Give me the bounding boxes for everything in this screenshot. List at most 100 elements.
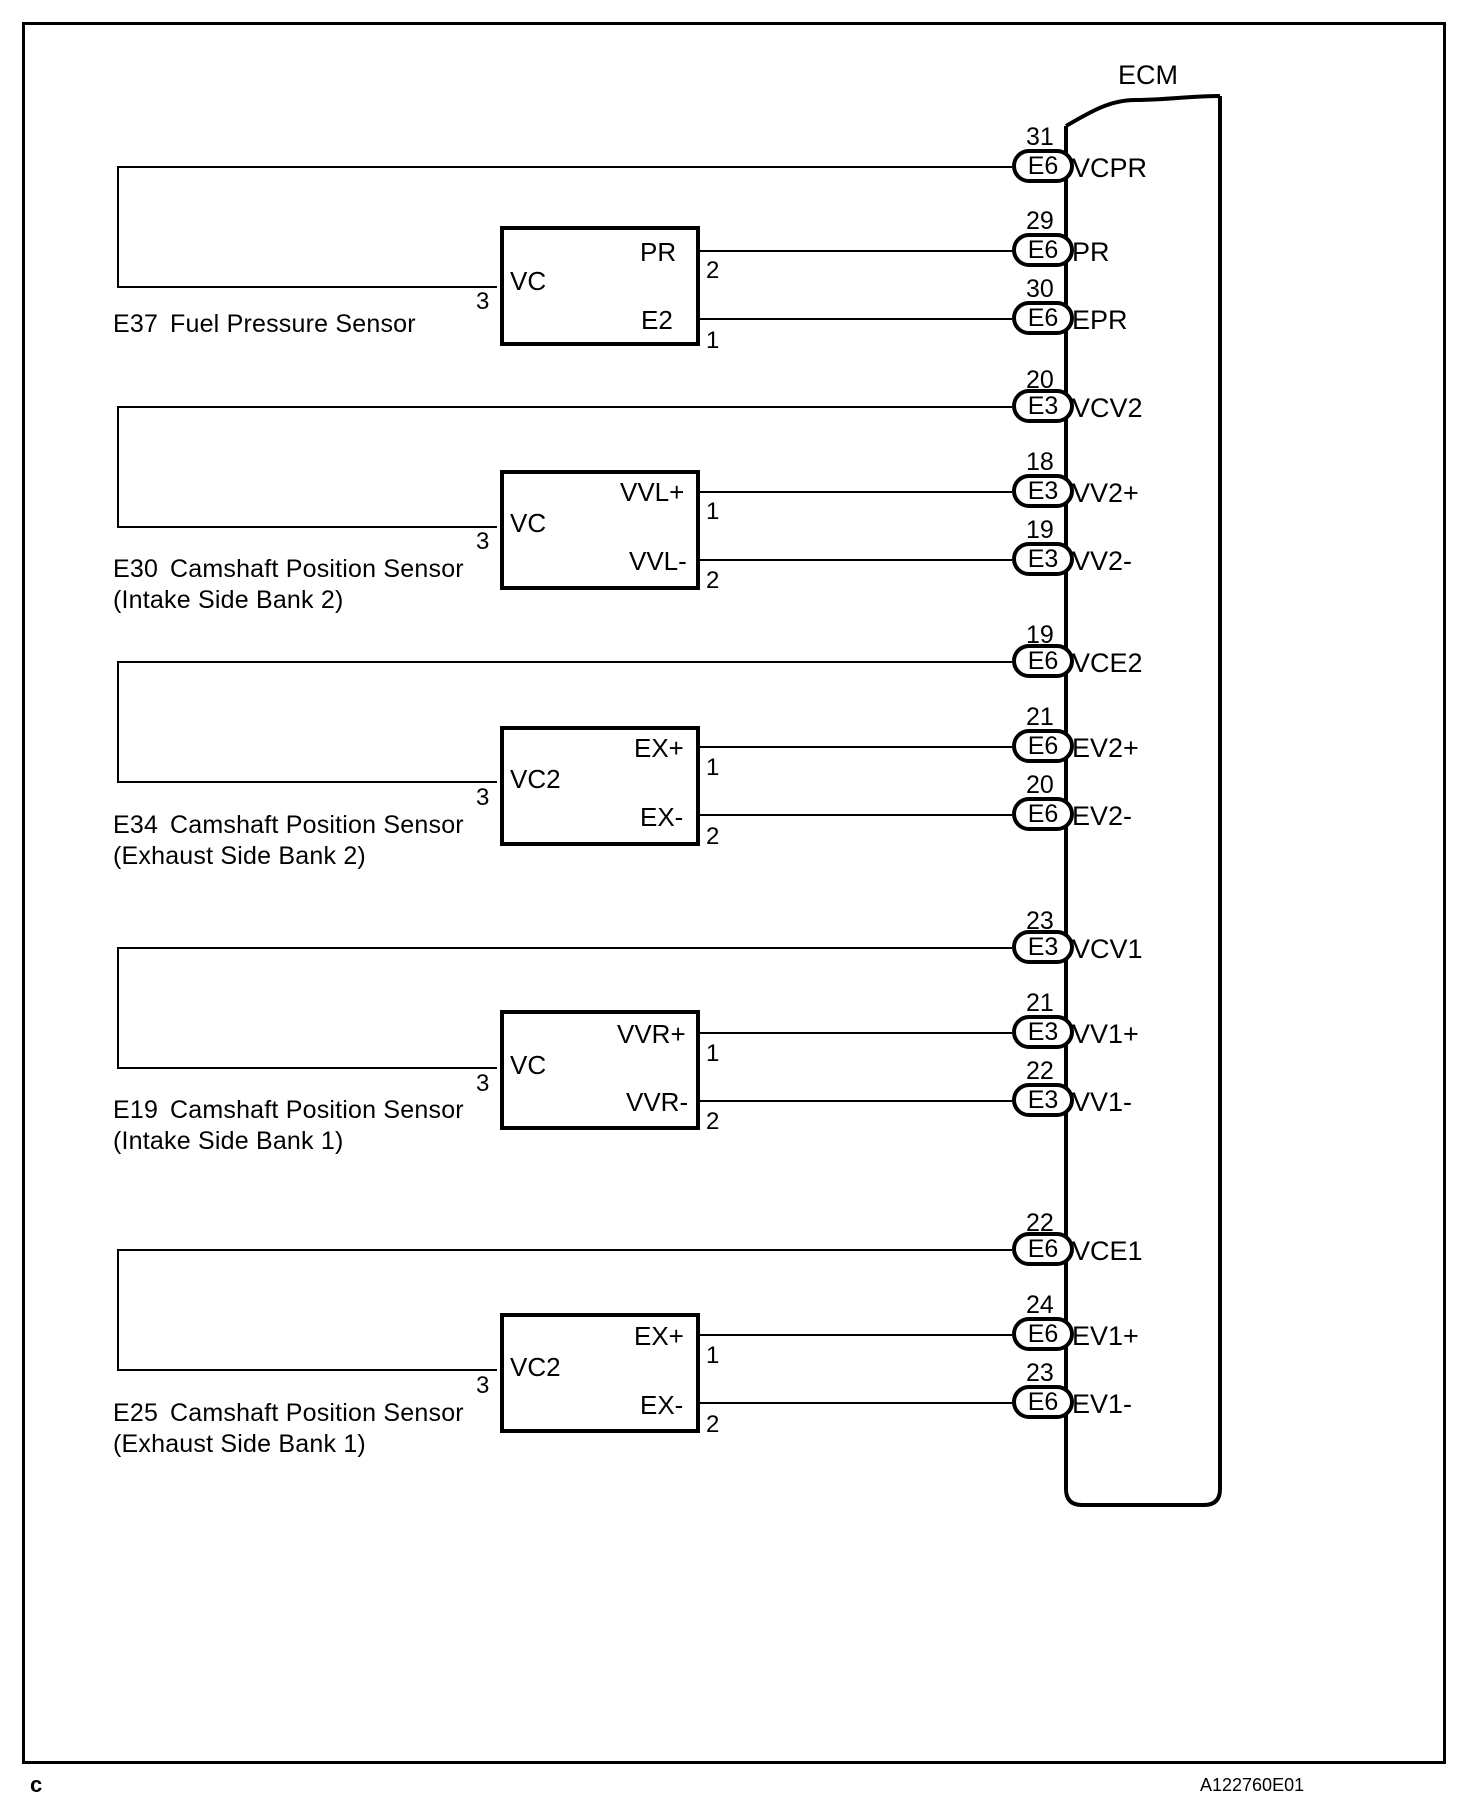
ecm-pin-number-2-0: 18	[1026, 448, 1054, 476]
sensor-box-left-pin-1: 3	[476, 288, 490, 315]
supply-wire-vertical-3	[117, 661, 119, 783]
ecm-pin-number-5-0: 24	[1026, 1291, 1054, 1319]
supply-wire-horizontal-1	[117, 166, 1012, 168]
sensor-box-out-label-4-0: VVR+	[617, 1019, 686, 1049]
sensor-code-3: E34	[113, 811, 159, 839]
supply-wire-bottom-1	[117, 286, 497, 288]
sensor-box-1	[500, 226, 700, 346]
sensor-box-out-pin-3-0: 1	[706, 754, 720, 781]
ecm-connector-2-supply[interactable]: E3	[1012, 389, 1074, 423]
sensor-box-out-label-3-1: EX-	[640, 802, 684, 832]
ecm-pin-number-3-0: 21	[1026, 703, 1054, 731]
corner-mark: c	[30, 1772, 43, 1797]
output-wire-1-0	[700, 250, 1012, 252]
ecm-signal-4-1: VV1-	[1072, 1087, 1133, 1117]
sensor-box-out-label-4-1: VVR-	[626, 1087, 689, 1117]
sensor-box-out-label-1-0: PR	[640, 237, 677, 267]
ecm-connector-2-1[interactable]: E3	[1012, 542, 1074, 576]
ecm-connector-4-supply[interactable]: E3	[1012, 930, 1074, 964]
output-wire-4-1	[700, 1100, 1012, 1102]
ecm-connector-3-0[interactable]: E6	[1012, 729, 1074, 763]
sensor-box-4	[500, 1010, 700, 1130]
sensor-name-2: Camshaft Position Sensor	[170, 555, 464, 583]
ecm-pin-number-1-0: 29	[1026, 207, 1054, 235]
supply-wire-horizontal-3	[117, 661, 1012, 663]
ecm-signal-1-supply: VCPR	[1072, 153, 1148, 183]
ecm-pin-number-4-1: 22	[1026, 1057, 1054, 1085]
sensor-sub-4: (Intake Side Bank 1)	[113, 1127, 344, 1155]
ecm-signal-2-supply: VCV2	[1072, 393, 1143, 423]
supply-wire-bottom-5	[117, 1369, 497, 1371]
ecm-connector-4-0[interactable]: E3	[1012, 1015, 1074, 1049]
ecm-connector-5-1[interactable]: E6	[1012, 1385, 1074, 1419]
ecm-connector-1-supply[interactable]: E6	[1012, 149, 1074, 183]
ecm-connector-1-1[interactable]: E6	[1012, 301, 1074, 335]
sensor-sub-5: (Exhaust Side Bank 1)	[113, 1430, 366, 1458]
sensor-code-5: E25	[113, 1399, 159, 1427]
supply-wire-vertical-2	[117, 406, 119, 528]
supply-wire-vertical-1	[117, 166, 119, 288]
ecm-pin-number-1-supply: 31	[1026, 123, 1054, 151]
ecm-pin-number-2-1: 19	[1026, 516, 1054, 544]
ecm-signal-1-1: EPR	[1072, 305, 1128, 335]
sensor-box-left-pin-5: 3	[476, 1372, 490, 1399]
sensor-box-left-label-5: VC2	[510, 1352, 561, 1382]
sensor-code-2: E30	[113, 555, 159, 583]
supply-wire-bottom-4	[117, 1067, 497, 1069]
sensor-box-out-label-2-1: VVL-	[629, 546, 687, 576]
supply-wire-bottom-2	[117, 526, 497, 528]
sensor-sub-3: (Exhaust Side Bank 2)	[113, 842, 366, 870]
output-wire-1-1	[700, 318, 1012, 320]
ecm-connector-1-0[interactable]: E6	[1012, 233, 1074, 267]
sensor-box-out-pin-4-0: 1	[706, 1040, 720, 1067]
sensor-name-1: Fuel Pressure Sensor	[170, 310, 416, 338]
supply-wire-vertical-5	[117, 1249, 119, 1371]
sensor-box-out-label-5-1: EX-	[640, 1390, 684, 1420]
ecm-pin-number-3-1: 20	[1026, 771, 1054, 799]
ecm-signal-4-0: VV1+	[1072, 1019, 1139, 1049]
ecm-pin-number-5-1: 23	[1026, 1359, 1054, 1387]
sensor-sub-2: (Intake Side Bank 2)	[113, 586, 344, 614]
output-wire-3-0	[700, 746, 1012, 748]
ecm-signal-4-supply: VCV1	[1072, 934, 1143, 964]
ecm-connector-5-supply[interactable]: E6	[1012, 1232, 1074, 1266]
sensor-box-out-label-5-0: EX+	[634, 1321, 684, 1351]
ecm-connector-5-0[interactable]: E6	[1012, 1317, 1074, 1351]
sensor-box-left-pin-4: 3	[476, 1070, 490, 1097]
sensor-box-out-pin-2-1: 2	[706, 567, 720, 594]
sensor-box-out-pin-5-1: 2	[706, 1411, 720, 1438]
supply-wire-horizontal-2	[117, 406, 1012, 408]
sensor-box-out-label-1-1: E2	[641, 305, 673, 335]
sensor-box-left-label-1: VC	[510, 266, 547, 296]
ecm-signal-2-0: VV2+	[1072, 478, 1139, 508]
ecm-signal-5-1: EV1-	[1072, 1389, 1133, 1419]
ecm-signal-2-1: VV2-	[1072, 546, 1133, 576]
supply-wire-horizontal-5	[117, 1249, 1012, 1251]
ecm-pin-number-4-0: 21	[1026, 989, 1054, 1017]
ecm-signal-5-supply: VCE1	[1072, 1236, 1143, 1266]
sensor-box-out-label-3-0: EX+	[634, 733, 684, 763]
ecm-connector-4-1[interactable]: E3	[1012, 1083, 1074, 1117]
ecm-signal-3-supply: VCE2	[1072, 648, 1143, 678]
output-wire-4-0	[700, 1032, 1012, 1034]
figure-id: A122760E01	[1200, 1775, 1305, 1795]
ecm-connector-3-1[interactable]: E6	[1012, 797, 1074, 831]
ecm-signal-5-0: EV1+	[1072, 1321, 1139, 1351]
ecm-connector-3-supply[interactable]: E6	[1012, 644, 1074, 678]
output-wire-2-0	[700, 491, 1012, 493]
ecm-connector-2-0[interactable]: E3	[1012, 474, 1074, 508]
output-wire-5-0	[700, 1334, 1012, 1336]
sensor-box-left-pin-3: 3	[476, 784, 490, 811]
sensor-code-4: E19	[113, 1096, 159, 1124]
supply-wire-bottom-3	[117, 781, 497, 783]
output-wire-2-1	[700, 559, 1012, 561]
ecm-signal-3-1: EV2-	[1072, 801, 1133, 831]
sensor-box-3	[500, 726, 700, 846]
ecm-signal-3-0: EV2+	[1072, 733, 1139, 763]
sensor-code-1: E37	[113, 310, 159, 338]
sensor-box-left-label-2: VC	[510, 508, 547, 538]
sensor-box-out-label-2-0: VVL+	[620, 477, 685, 507]
sensor-box-out-pin-5-0: 1	[706, 1342, 720, 1369]
